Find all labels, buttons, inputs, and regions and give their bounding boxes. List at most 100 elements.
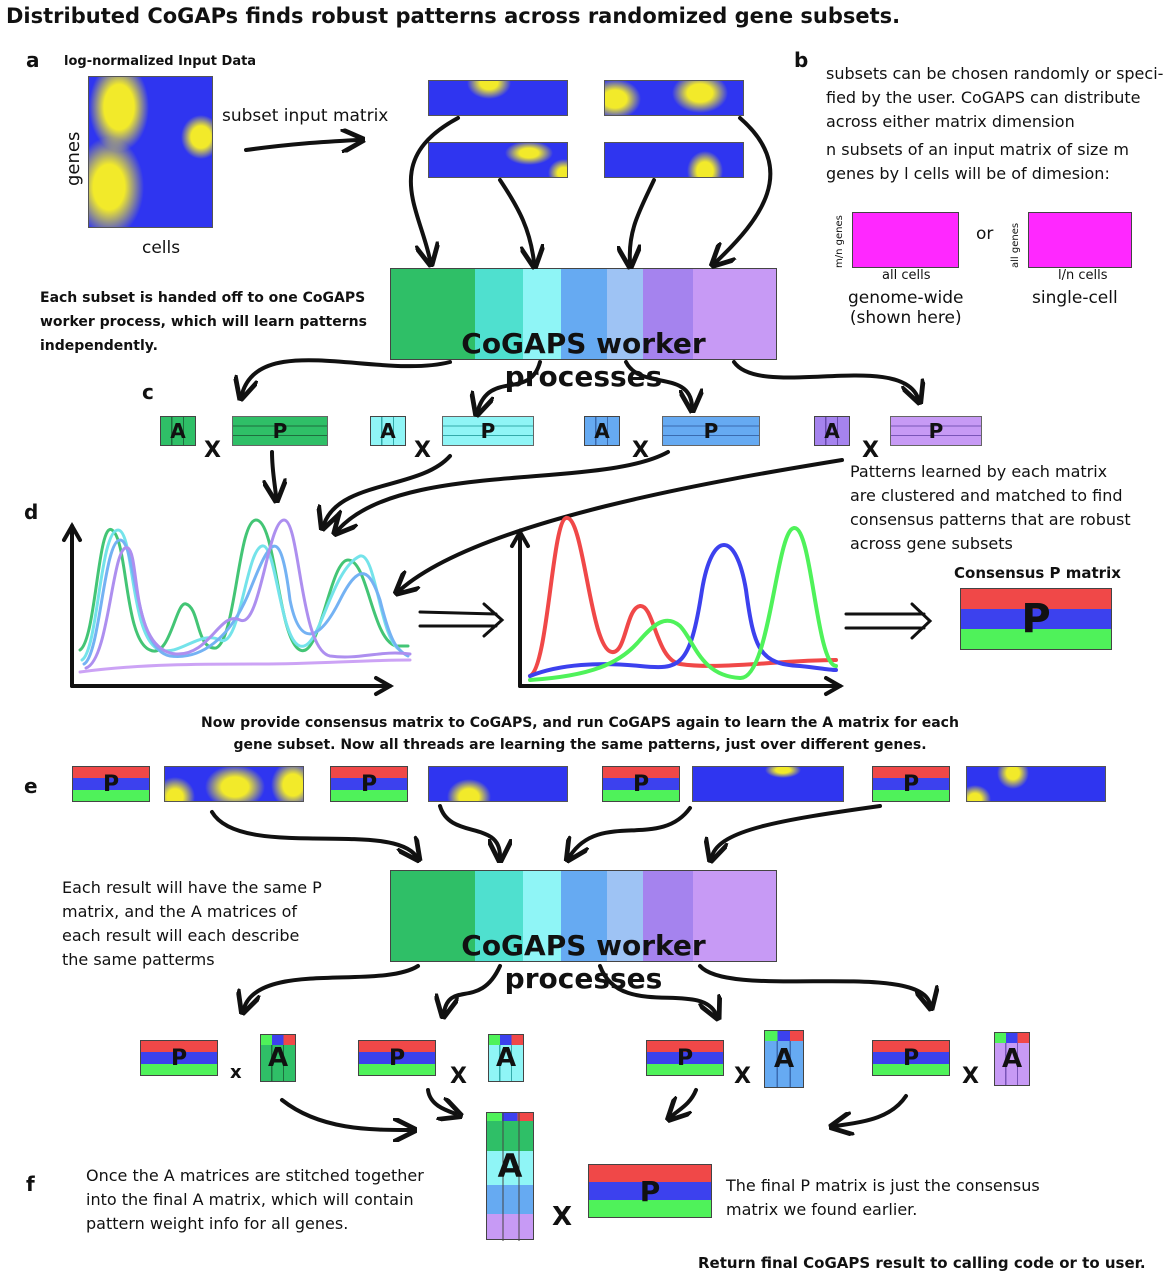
times-sign-e2: X	[450, 1064, 467, 1089]
panel-label-b: b	[794, 48, 809, 72]
a-matrix-c4: A	[814, 416, 850, 446]
arrow-w2-r1	[244, 964, 420, 1008]
a-matrix-c1: A	[160, 416, 196, 446]
final-p-note: The final P matrix is just the consensus…	[726, 1176, 1040, 1219]
consensus-curve-red	[528, 516, 838, 678]
plot1-x-arrow	[374, 676, 395, 696]
p-matrix-c3: P	[662, 416, 760, 446]
result-a-4: A	[994, 1032, 1030, 1086]
arrow-s2-worker	[716, 116, 773, 262]
arrow-s3-worker	[498, 178, 534, 262]
consensus-p-matrix: P	[960, 588, 1112, 650]
arrow-worker-c2	[478, 360, 542, 410]
times-sign-e4: X	[962, 1064, 979, 1089]
subset-heatmap-3	[428, 142, 568, 178]
arrow-w2-r2	[444, 964, 502, 1012]
p-matrix-c1: P	[232, 416, 328, 446]
panel-label-f: f	[26, 1172, 35, 1196]
panel-label-e: e	[24, 774, 38, 798]
arrow-s4-worker	[630, 178, 656, 262]
panel-label-d: d	[24, 500, 39, 524]
arrow-w2-r4	[698, 964, 930, 1004]
consensus-p-e3: P	[602, 766, 680, 802]
arrow-e4-worker2	[712, 804, 882, 856]
genome-wide-caption: genome-wide (shown here)	[848, 288, 964, 329]
provide-consensus-text: Now provide consensus matrix to CoGAPS, …	[201, 715, 959, 753]
arrow-worker-c4	[732, 360, 918, 398]
a-label: A	[497, 1147, 523, 1185]
subset-heatmap-e1	[164, 766, 304, 802]
result-p-2: P	[358, 1040, 436, 1076]
consensus-curve-green	[528, 526, 838, 682]
result-a-2: A	[488, 1034, 524, 1082]
or-label: or	[976, 224, 994, 244]
p-label: P	[902, 1045, 920, 1071]
subset-arrow-label: subset input matrix	[222, 106, 389, 126]
pattern-curve-lavender	[78, 658, 412, 674]
a-label: A	[495, 1043, 517, 1073]
times-sign-final: X	[552, 1202, 573, 1232]
subset-heatmap-e2	[428, 766, 568, 802]
p-matrix-c2: P	[442, 416, 534, 446]
p-label: P	[360, 771, 378, 797]
p-label: P	[102, 771, 120, 797]
a-label: A	[267, 1043, 289, 1073]
subset-dimension-description: n subsets of an input matrix of size m g…	[826, 140, 1129, 183]
a-label: A	[170, 419, 186, 443]
worker-processes-box-1: CoGAPS worker processes	[390, 268, 777, 393]
a-matrix-c3: A	[584, 416, 620, 446]
consensus-p-e4: P	[872, 766, 950, 802]
a-label: A	[380, 419, 396, 443]
single-cell-caption: single-cell	[1032, 288, 1118, 308]
worker-processes-label-1: CoGAPS worker processes	[461, 327, 706, 393]
panel-label-c: c	[142, 380, 154, 404]
footer-text: Return final CoGAPS result to calling co…	[698, 1254, 1146, 1272]
consensus-title: Consensus P matrix	[954, 564, 1121, 582]
double-arrow-1-line-a	[418, 610, 498, 616]
times-sign-e3: X	[734, 1064, 751, 1089]
arrow-s1-worker	[408, 116, 460, 260]
arrow-r1-final	[280, 1098, 410, 1130]
single-cell-xlabel: l/n cells	[1058, 268, 1108, 283]
final-a-column-lines	[502, 1113, 520, 1241]
plot2-x-arrow	[824, 676, 845, 696]
arrow-worker-c1	[242, 358, 452, 394]
times-sign-c2: X	[414, 438, 431, 463]
p-label: P	[902, 771, 920, 797]
p-label: P	[639, 1174, 661, 1208]
a-matrix-c2: A	[370, 416, 406, 446]
pattern-curve-purple	[84, 518, 412, 670]
input-data-heading: log-normalized Input Data	[64, 54, 257, 69]
arrow-worker-c3	[624, 360, 692, 406]
pattern-curve-green	[78, 518, 410, 653]
pattern-curve-blue	[82, 538, 410, 666]
genome-wide-subset-box	[852, 212, 959, 268]
final-p-matrix: P	[588, 1164, 712, 1218]
times-sign-c4: X	[862, 438, 879, 463]
result-p-1: P	[140, 1040, 218, 1076]
p-matrix-c4: P	[890, 416, 982, 446]
subset-heatmap-2	[604, 80, 744, 116]
worker-note: Each subset is handed off to one CoGAPS …	[40, 290, 367, 354]
consensus-p-e1: P	[72, 766, 150, 802]
subset-heatmap-4	[604, 142, 744, 178]
arrow-c1-d	[272, 450, 276, 496]
result-p-3: P	[646, 1040, 724, 1076]
a-label: A	[594, 419, 610, 443]
arrow-r3-final	[672, 1088, 698, 1116]
times-sign-c1: X	[204, 438, 221, 463]
a-label: A	[1001, 1044, 1023, 1074]
input-heatmap	[88, 76, 213, 228]
arrow-e2-worker2	[438, 804, 500, 856]
times-sign-e1: x	[230, 1062, 242, 1083]
subset-heatmap-e4	[966, 766, 1106, 802]
arrow-c3-d	[338, 450, 670, 530]
arrow-subset	[244, 140, 358, 150]
worker-processes-box-2: CoGAPS worker processes	[390, 870, 777, 995]
arrow-e3-worker2	[570, 806, 692, 856]
double-arrow-2-head	[910, 602, 933, 640]
p-label: P	[272, 419, 288, 443]
p-label: P	[703, 419, 719, 443]
arrow-w2-r3	[598, 964, 716, 1014]
